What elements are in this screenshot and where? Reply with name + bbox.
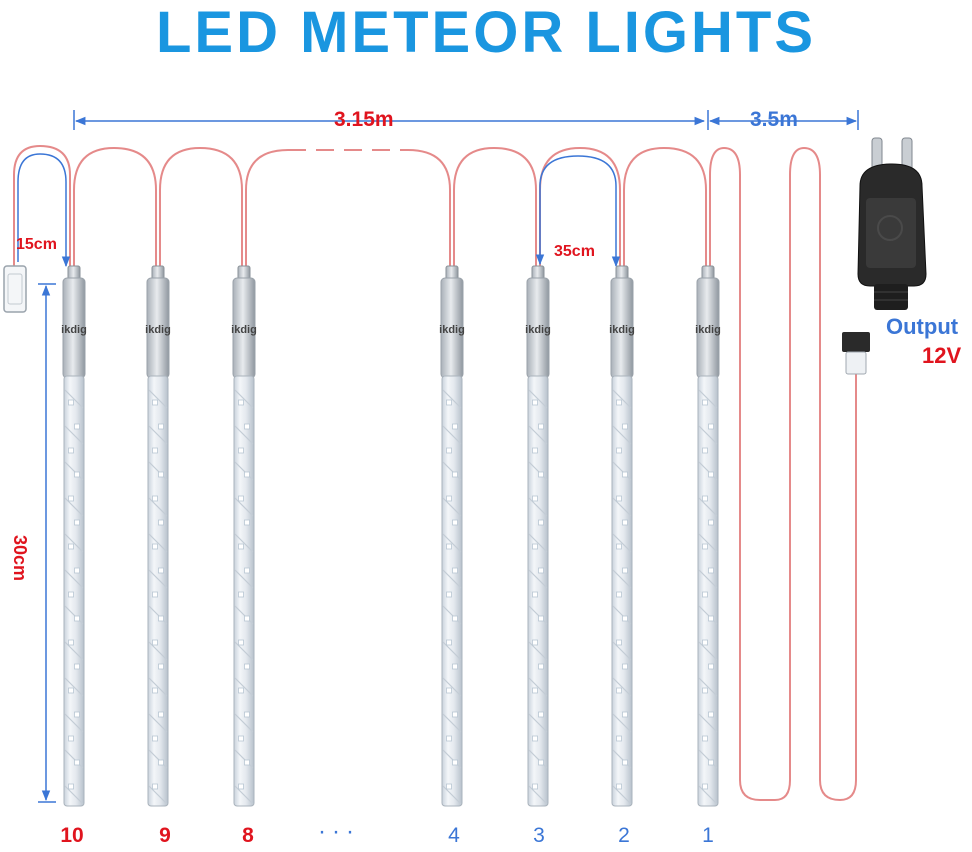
ellipsis: ···: [318, 818, 360, 845]
power-cord: [709, 146, 857, 802]
tube-number: 9: [159, 824, 171, 847]
tube-number: 3: [533, 824, 545, 847]
wire-loops: [13, 144, 857, 802]
wire-loop-10-9: [73, 146, 157, 268]
tube-brand-text: ikdig: [145, 324, 171, 336]
tube-spacing-label: 35cm: [554, 243, 595, 260]
wire-loop-2-1: [623, 146, 707, 268]
tube-brand-text: ikdig: [231, 324, 257, 336]
wire-end-loop: [13, 144, 71, 272]
power-adapter: [857, 137, 927, 310]
led-tube: ikdig: [231, 265, 257, 807]
wire-loop-4-3: [453, 146, 537, 268]
wire-loop-8-break: [245, 149, 289, 268]
end-connector: [3, 265, 27, 313]
led-tube: ikdig: [145, 265, 171, 807]
tube-number: 10: [60, 824, 84, 847]
led-tube: ikdig: [439, 265, 465, 807]
tube-number: 8: [242, 824, 254, 847]
cord-length-label: 3.5m: [750, 108, 798, 131]
tube-brand-text: ikdig: [439, 324, 465, 336]
main-length-label: 3.15m: [334, 108, 394, 131]
output-label: Output: [886, 314, 959, 339]
tube-number: 2: [618, 824, 630, 847]
led-tube: ikdig: [61, 265, 87, 807]
tube-number: 1: [702, 824, 714, 847]
dim-15cm-bracket: [17, 153, 71, 268]
dim-35cm-bracket: [535, 155, 621, 268]
output-plug: [842, 332, 870, 375]
led-tube: ikdig: [695, 265, 721, 807]
dimension-lines: [17, 110, 859, 803]
output-voltage: 12V: [922, 343, 962, 368]
tube-brand-text: ikdig: [61, 324, 87, 336]
wire-loop-9-8: [159, 146, 243, 268]
end-gap-label: 15cm: [16, 236, 57, 253]
tube-brand-text: ikdig: [609, 324, 635, 336]
led-tube: ikdig: [525, 265, 551, 807]
led-tube: ikdig: [609, 265, 635, 807]
tube-brand-text: ikdig: [695, 324, 721, 336]
tube-length-label: 30cm: [10, 535, 30, 582]
page-title: LED METEOR LIGHTS: [156, 0, 816, 65]
tube-number: 4: [448, 824, 460, 847]
tube-brand-text: ikdig: [525, 324, 551, 336]
wire-loop-break-4: [407, 149, 451, 268]
led-tubes: ikdig ikdig ikdig ikdig ikdig ikdig ikdig: [61, 265, 721, 807]
